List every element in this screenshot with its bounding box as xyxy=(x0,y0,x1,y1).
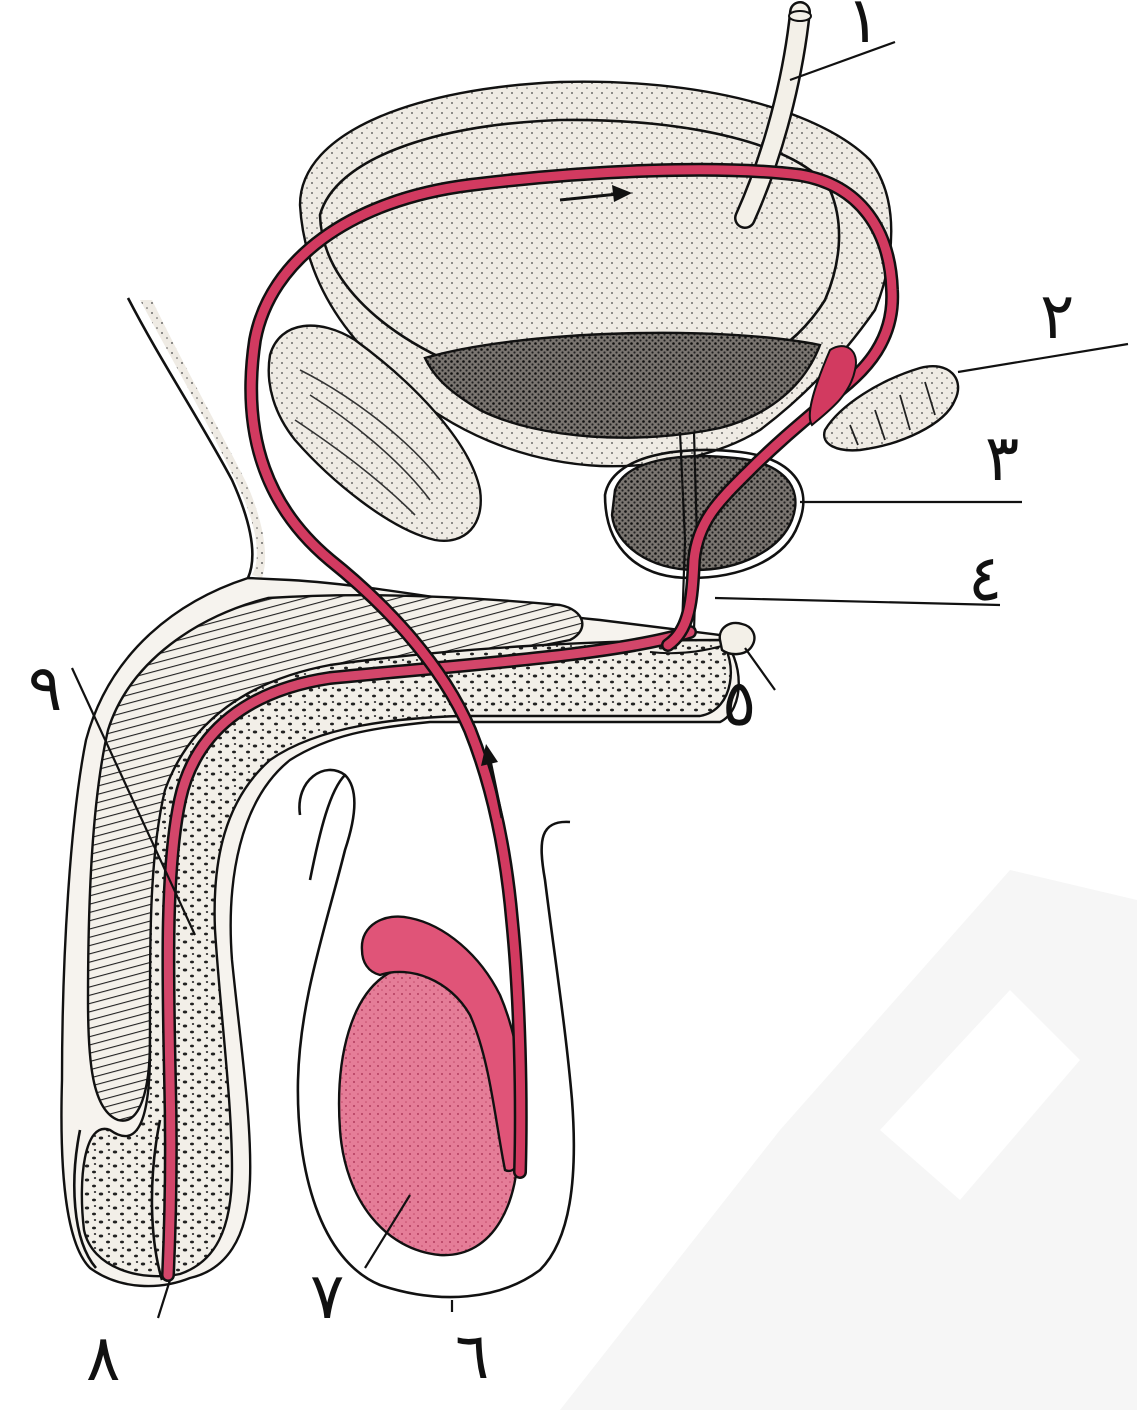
label-7: ٧ xyxy=(310,1260,344,1334)
label-4: ٤ xyxy=(968,542,1002,616)
label-3: ٣ xyxy=(985,422,1019,496)
label-5: ٥ xyxy=(722,667,756,741)
scrotum-inner xyxy=(310,775,345,880)
bulbourethral-gland xyxy=(720,623,755,654)
label-9: ٩ xyxy=(28,652,62,726)
label-8: ٨ xyxy=(86,1322,120,1396)
label-1: ١ xyxy=(846,0,880,58)
label-2: ٢ xyxy=(1040,280,1074,354)
ureter-opening xyxy=(789,11,811,21)
watermark-logo xyxy=(560,870,1137,1410)
body-contour xyxy=(128,298,252,578)
label-6: ٦ xyxy=(455,1320,489,1394)
leader-4 xyxy=(715,598,1000,605)
body-contour-shade xyxy=(140,300,265,578)
